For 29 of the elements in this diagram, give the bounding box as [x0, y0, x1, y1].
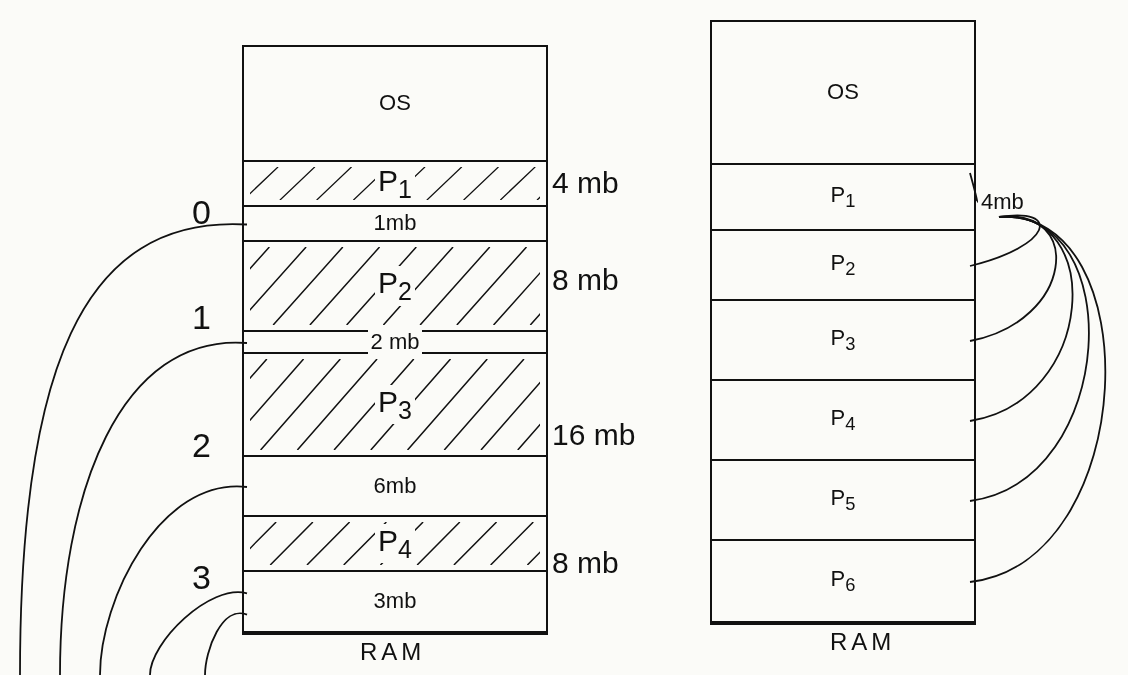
connector-curve	[969, 172, 978, 203]
memory-partition	[244, 332, 546, 354]
size-label: 8 mb	[552, 265, 619, 295]
partition-index: 2	[192, 428, 211, 462]
connector-curve	[969, 216, 1057, 342]
size-label: 8 mb	[552, 548, 619, 578]
hole-size-label: 2 mb	[367, 329, 423, 355]
memory-block	[242, 45, 548, 635]
partition-index: 0	[192, 195, 211, 229]
connector-curve	[969, 216, 1090, 502]
connector-curve	[149, 591, 248, 675]
connector-curve	[969, 214, 1041, 267]
memory-caption: RAM	[360, 640, 426, 664]
memory-caption: RAM	[830, 630, 896, 654]
partition-label: P$_{2}$	[375, 266, 415, 306]
connector-curve	[969, 216, 1106, 583]
connector-curve	[19, 223, 248, 675]
partition-label: P$_{4}$	[375, 523, 415, 564]
connector-curve	[204, 612, 248, 675]
partition-index: 1	[192, 300, 211, 334]
size-label: 4mb	[980, 189, 1025, 215]
size-label: 4 mb	[552, 168, 619, 198]
partition-label: P$_{3}$	[375, 384, 415, 425]
partition-index: 3	[192, 560, 211, 594]
memory-block	[710, 20, 976, 625]
connector-curve	[59, 342, 248, 675]
size-label: 16 mb	[552, 420, 636, 450]
connector-curve	[969, 216, 1073, 422]
connector-curve	[99, 486, 248, 675]
